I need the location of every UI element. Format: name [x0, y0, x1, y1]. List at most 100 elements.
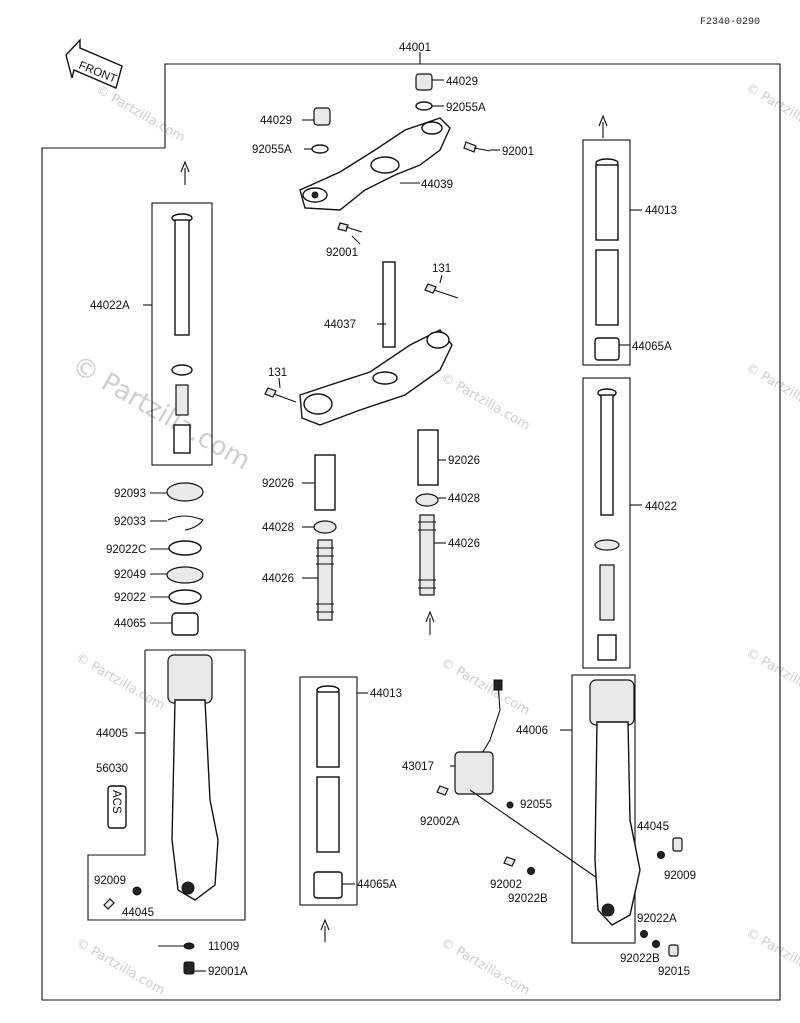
- label-44013: 44013: [645, 205, 677, 217]
- watermark-small: © Partzilla.com: [743, 80, 800, 143]
- label-56030: 56030: [96, 763, 128, 775]
- watermark-small: © Partzilla.com: [438, 935, 532, 998]
- logo-text: ACS: [110, 790, 122, 814]
- label-92049: 92049: [114, 569, 146, 581]
- label-92002: 92002: [490, 879, 522, 891]
- spring-44026-left: [316, 539, 334, 621]
- watermark-small: © Partzilla.com: [743, 925, 800, 988]
- spacer-92026-left: [314, 454, 336, 511]
- front-arrow-icon: FRONT: [65, 38, 123, 89]
- watermark-small: © Partzilla.com: [743, 360, 800, 423]
- bolt-92001-mid: [337, 222, 363, 233]
- label-44001: 44001: [399, 42, 431, 54]
- washer-92022B-right: [652, 940, 660, 948]
- label-92055A: 92055A: [252, 144, 292, 156]
- bolt-92001A: [183, 961, 195, 975]
- label-44005: 44005: [96, 728, 128, 740]
- label-92022B: 92022B: [620, 953, 660, 965]
- label-131: 131: [268, 367, 287, 379]
- label-44065A: 44065A: [357, 879, 397, 891]
- cap-bolt-44029-left: [311, 107, 331, 154]
- fork-tube-44013-left: [313, 685, 343, 899]
- badge-56030: ACS: [107, 785, 127, 829]
- bolt-92001-top: [463, 141, 491, 153]
- watermark-small: © Partzilla.com: [73, 650, 167, 713]
- seal-stack-left: [166, 482, 204, 636]
- label-92009: 92009: [664, 870, 696, 882]
- watermark-small: © Partzilla.com: [438, 655, 532, 718]
- sub-box-44013-right: [582, 139, 631, 366]
- label-44028: 44028: [262, 522, 294, 534]
- watermark-small: © Partzilla.com: [73, 935, 167, 998]
- label-92022A: 92022A: [637, 913, 677, 925]
- bolt-92002A: [436, 785, 449, 796]
- sub-box-44022A: [151, 202, 213, 466]
- watermark-small: © Partzilla.com: [743, 645, 800, 708]
- label-92022C: 92022C: [106, 544, 146, 556]
- label-43017: 43017: [402, 761, 434, 773]
- label-131: 131: [432, 263, 451, 275]
- label-44029: 44029: [260, 115, 292, 127]
- washer-92055: [506, 801, 514, 809]
- bolt-92015: [668, 944, 679, 957]
- fork-tube-44013-right: [594, 158, 620, 361]
- bolt-92009-left: [103, 898, 115, 910]
- washer-92022B-left: [527, 867, 535, 875]
- sensor-43017: [454, 679, 601, 881]
- label-92055: 92055: [520, 799, 552, 811]
- label-11009: 11009: [208, 941, 239, 953]
- label-44045: 44045: [122, 907, 154, 919]
- assembly-outline: [41, 63, 781, 1001]
- outer-tube-44006: [589, 679, 641, 926]
- label-44026: 44026: [262, 573, 294, 585]
- drain-screw-11009: [183, 942, 195, 950]
- seat-44028-right: [415, 493, 439, 507]
- label-92009: 92009: [94, 875, 126, 887]
- spacer-92026-right: [417, 429, 439, 486]
- bolt-131-top: [424, 283, 459, 299]
- label-92055A: 92055A: [446, 102, 486, 114]
- label-44022: 44022: [645, 501, 677, 513]
- washer-92022A: [640, 930, 648, 938]
- label-44065: 44065: [114, 618, 146, 630]
- label-92015: 92015: [658, 966, 690, 978]
- label-92026: 92026: [262, 478, 294, 490]
- spring-44026-right: [418, 514, 436, 596]
- cap-bolt-44029-right: [415, 73, 433, 111]
- watermark-main: © Partzilla.com: [67, 350, 256, 476]
- label-44037: 44037: [324, 319, 356, 331]
- label-92001: 92001: [502, 146, 534, 158]
- bolt-131-left: [264, 387, 297, 403]
- label-44045: 44045: [637, 821, 669, 833]
- washer-44045-right: [657, 851, 665, 859]
- label-92001A: 92001A: [208, 966, 248, 978]
- label-92033: 92033: [114, 516, 146, 528]
- upper-triple-clamp: [299, 117, 451, 211]
- label-92026: 92026: [448, 455, 480, 467]
- label-92002A: 92002A: [420, 816, 460, 828]
- label-44029: 44029: [446, 76, 478, 88]
- sub-box-44022: [582, 377, 631, 669]
- label-44039: 44039: [421, 179, 453, 191]
- label-44013: 44013: [370, 688, 402, 700]
- outer-tube-44005: [167, 654, 219, 901]
- label-44065A: 44065A: [632, 341, 672, 353]
- label-44022A: 44022A: [90, 300, 130, 312]
- fork-tube-44022A: [171, 213, 193, 454]
- direction-arrow-icon: [180, 114, 608, 942]
- diagram-code: F2340-0290: [700, 17, 760, 28]
- fork-tube-44022: [594, 388, 620, 661]
- label-92093: 92093: [114, 488, 146, 500]
- watermark-small: © Partzilla.com: [438, 370, 532, 433]
- sub-box-44006: [571, 674, 636, 944]
- label-92022: 92022: [114, 592, 146, 604]
- seat-44028-left: [313, 520, 337, 534]
- washer-44045-left: [132, 886, 142, 896]
- label-44028: 44028: [448, 493, 480, 505]
- sub-box-44005: [87, 649, 246, 921]
- label-92001: 92001: [326, 247, 358, 259]
- leader-lines: [135, 79, 642, 972]
- label-92022B: 92022B: [508, 893, 548, 905]
